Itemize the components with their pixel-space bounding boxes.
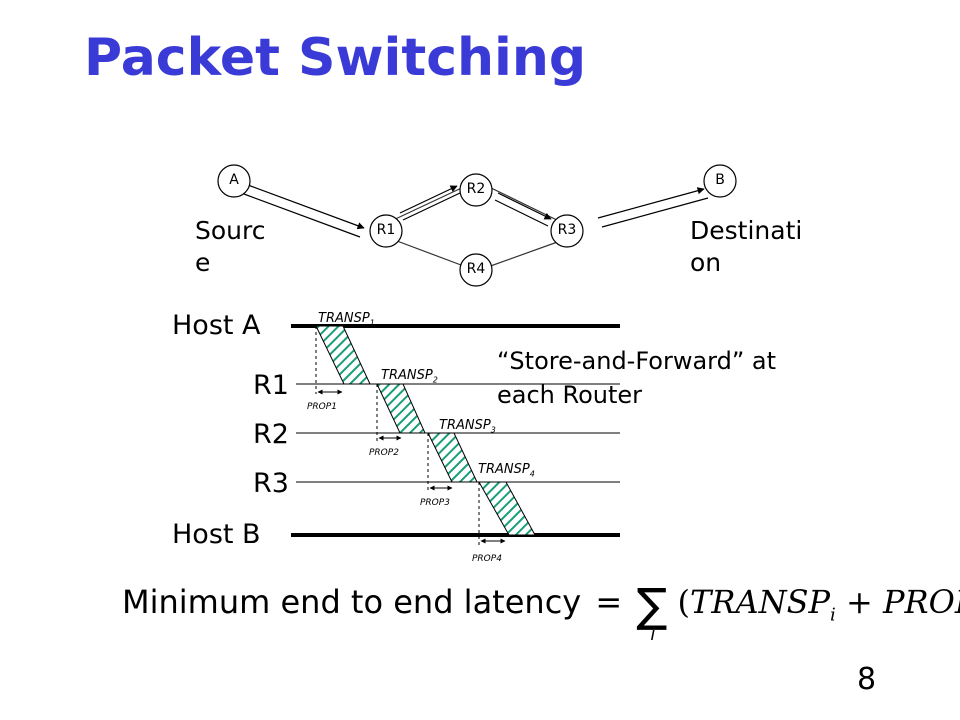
flow-arrows [243, 184, 709, 238]
store-and-forward-note: “Store-and-Forward” at each Router [497, 344, 857, 412]
row-label-r3: R3 [253, 468, 289, 499]
formula-sum-index: i [650, 624, 656, 645]
packet-transmissions [315, 325, 536, 536]
row-label-r2: R2 [253, 419, 289, 450]
prop-label-4: PROP4 [472, 554, 502, 564]
packet-hop-2 [376, 383, 426, 434]
transp-label-1: TRANSP1 [318, 311, 375, 328]
network-nodes [217, 164, 737, 287]
node-r2 [459, 173, 493, 207]
formula-open-paren: ( [677, 583, 691, 621]
node-r3 [550, 214, 584, 248]
prop-arrows [317, 389, 506, 544]
prop-guides [315, 326, 480, 545]
latency-formula: Minimum end to end latency = ∑ i (TRANSP… [122, 578, 960, 645]
packet-hop-1 [315, 325, 371, 385]
node-b [703, 164, 737, 198]
node-a [217, 164, 251, 198]
packet-hop-4 [478, 481, 536, 536]
note-line-2: each Router [497, 381, 643, 409]
transp-label-4: TRANSP4 [478, 462, 535, 479]
prop-label-3: PROP3 [420, 498, 450, 508]
prop-label-1: PROP1 [307, 402, 337, 412]
packet-hop-3 [427, 432, 478, 483]
row-label-host-b: Host B [172, 519, 261, 550]
formula-plus: + [845, 583, 873, 621]
flow-arrow-a-r1 [247, 184, 365, 230]
node-r2-label: R2 [466, 181, 486, 197]
node-b-label: B [715, 172, 725, 188]
source-label: Sourc e [195, 216, 266, 277]
link-r1-r4 [388, 237, 470, 269]
page-number: 8 [857, 662, 877, 697]
flow-arrow-r1-r2 [399, 185, 458, 214]
link-r2-r3 [486, 185, 564, 224]
node-r1 [369, 214, 403, 248]
transp-label-3: TRANSP3 [439, 418, 496, 435]
flow-arrow-r1-r2-back [402, 192, 461, 221]
slide-title: Packet Switching [84, 28, 587, 88]
flow-arrow-r2-r3-back [494, 199, 549, 227]
formula-prop: PROPi [882, 583, 960, 621]
link-r4-r3 [484, 239, 564, 269]
link-r1-r2 [388, 183, 471, 223]
flow-arrow-a-r1-back [243, 193, 361, 238]
flow-arrow-r3-b-back [601, 197, 709, 228]
formula-sum: ∑ i [636, 578, 668, 645]
node-r4 [459, 253, 493, 287]
node-r4-label: R4 [466, 261, 486, 277]
row-label-r1: R1 [253, 370, 289, 401]
destination-label: Destinati on [690, 216, 803, 277]
transp-label-2: TRANSP2 [381, 368, 438, 385]
flow-arrow-r2-r3 [497, 192, 552, 220]
formula-equals: = [595, 583, 623, 621]
row-label-host-a: Host A [172, 310, 261, 341]
node-a-label: A [229, 172, 239, 188]
formula-lhs: Minimum end to end latency [122, 583, 582, 621]
prop-label-2: PROP2 [369, 448, 399, 458]
node-r1-label: R1 [376, 222, 396, 238]
note-line-1: “Store-and-Forward” at [497, 347, 777, 375]
formula-transp: TRANSPi [690, 583, 836, 626]
node-r3-label: R3 [557, 222, 577, 238]
flow-arrow-r3-b [597, 187, 705, 219]
